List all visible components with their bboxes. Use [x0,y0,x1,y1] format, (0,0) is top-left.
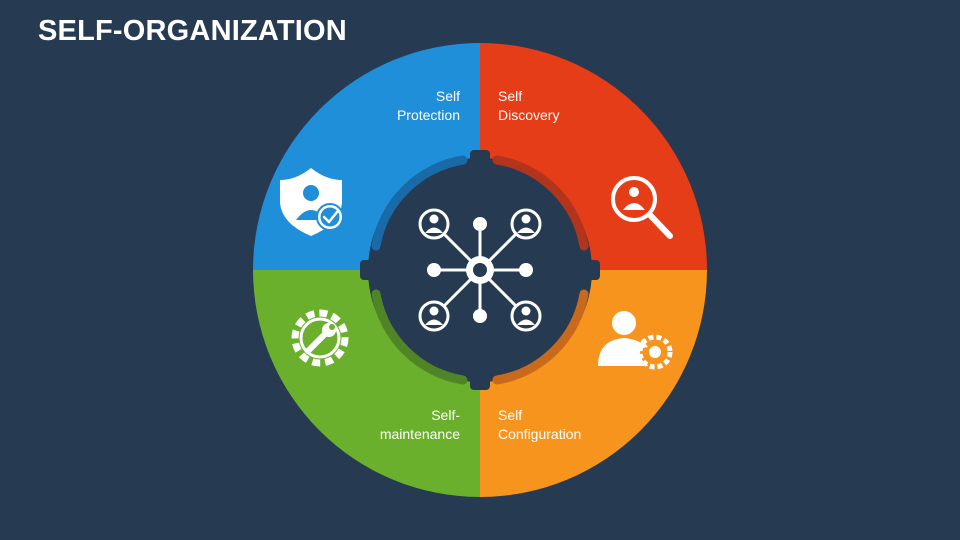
arc-orange [492,289,589,385]
label-self-configuration-line1: Self [498,407,522,423]
user-gear-icon [598,311,673,370]
label-self-configuration-line2: Configuration [498,426,581,442]
page-title: SELF-ORGANIZATION [38,15,347,47]
arc-red [492,155,589,251]
shield-user-check-icon [280,168,344,236]
label-self-maintenance-line2: maintenance [380,426,460,442]
arc-blue [371,155,468,251]
arc-green [371,289,468,385]
label-self-discovery-line1: Self [498,88,522,104]
label-self-protection-line1: Self [436,88,460,104]
label-self-protection-line2: Protection [397,107,460,123]
gear-wrench-icon [291,309,349,367]
magnifier-user-icon [611,176,673,239]
network-users-hub-icon [418,208,542,332]
label-self-discovery-line2: Discovery [498,107,559,123]
label-self-maintenance-line1: Self- [431,407,460,423]
